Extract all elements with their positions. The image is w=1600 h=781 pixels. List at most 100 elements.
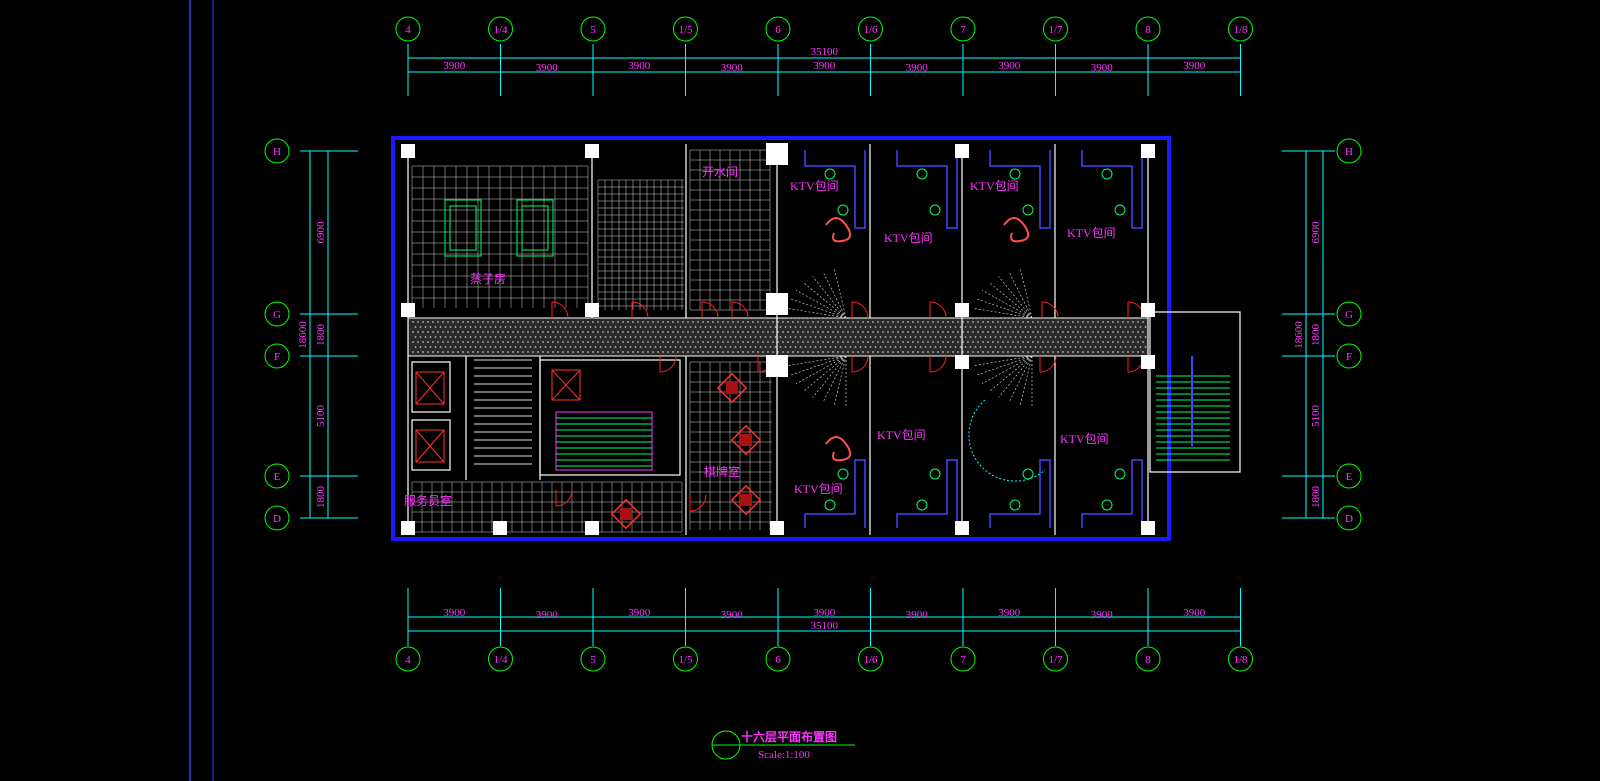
corridor-dot bbox=[554, 336, 557, 338]
corridor-dot bbox=[454, 336, 457, 338]
corridor-dot bbox=[412, 321, 414, 323]
corridor-dot bbox=[967, 351, 969, 353]
corridor-dot bbox=[1009, 346, 1012, 348]
corridor-dot bbox=[809, 346, 812, 348]
corridor-dot bbox=[744, 326, 747, 328]
corridor-dot bbox=[632, 341, 634, 343]
corridor-dot bbox=[1012, 341, 1014, 343]
corridor-dot bbox=[829, 326, 832, 328]
corridor-dot bbox=[1014, 346, 1017, 348]
corridor-dot bbox=[584, 336, 587, 338]
corridor-dot bbox=[917, 331, 919, 333]
floor-plan bbox=[391, 136, 1241, 541]
corridor-dot bbox=[827, 351, 829, 353]
corridor-dot bbox=[564, 326, 567, 328]
corridor-dot bbox=[904, 336, 907, 338]
top-axis-bubble-1 bbox=[488, 16, 513, 42]
corridor-dot bbox=[639, 346, 642, 348]
corridor-dot bbox=[599, 336, 602, 338]
corridor-dot bbox=[832, 341, 834, 343]
corridor-dot bbox=[609, 346, 612, 348]
corridor-dot bbox=[602, 321, 604, 323]
corridor-dot bbox=[614, 326, 617, 328]
corridor-dot bbox=[1084, 326, 1087, 328]
corridor-dot bbox=[984, 326, 987, 328]
corridor-dot bbox=[902, 341, 904, 343]
corridor-dot bbox=[527, 321, 529, 323]
corridor-dot bbox=[439, 346, 442, 348]
ktv-table-top-2 bbox=[1009, 168, 1021, 180]
left-axis-bubble-1 bbox=[264, 301, 290, 327]
corridor-dot bbox=[667, 331, 669, 333]
column-1 bbox=[585, 144, 599, 158]
corridor-dot bbox=[872, 331, 874, 333]
corridor-dot bbox=[607, 321, 609, 323]
corridor-dot bbox=[594, 326, 597, 328]
corridor-dot bbox=[552, 341, 554, 343]
corridor-dot bbox=[1089, 326, 1092, 328]
corridor-dot bbox=[1042, 331, 1044, 333]
corridor-dot bbox=[527, 351, 529, 353]
room-label-ktv-6: KTV包间 bbox=[1060, 432, 1109, 446]
room-label-ktv-5: KTV包间 bbox=[877, 428, 926, 442]
corridor-dot bbox=[474, 346, 477, 348]
corridor-dot bbox=[582, 341, 584, 343]
top-axis-label-8: 8 bbox=[1145, 24, 1151, 36]
corridor-dot bbox=[842, 351, 844, 353]
corridor-dot bbox=[1054, 326, 1057, 328]
corridor-dot bbox=[519, 336, 522, 338]
corridor-dot bbox=[1117, 331, 1119, 333]
corridor-dot bbox=[1029, 336, 1032, 338]
room-label-chess: 棋牌室 bbox=[704, 464, 740, 479]
corridor-dot bbox=[1114, 336, 1117, 338]
corridor-dot bbox=[857, 341, 859, 343]
corridor-dot bbox=[417, 321, 419, 323]
corridor-dot bbox=[752, 351, 754, 353]
corridor-dot bbox=[557, 321, 559, 323]
corridor-dot bbox=[862, 321, 864, 323]
corridor-dot bbox=[632, 331, 634, 333]
corridor-dot bbox=[1017, 321, 1019, 323]
corridor-dot bbox=[992, 331, 994, 333]
corridor-dot bbox=[974, 336, 977, 338]
corridor-dot bbox=[1132, 321, 1134, 323]
left-dim-seg-text-1: 1800 bbox=[315, 324, 327, 347]
corridor-dot bbox=[564, 336, 567, 338]
corridor-dot bbox=[544, 326, 547, 328]
corridor-dot bbox=[472, 341, 474, 343]
corridor-dot bbox=[412, 341, 414, 343]
corridor-dot bbox=[1027, 351, 1029, 353]
corridor-dot bbox=[562, 321, 564, 323]
corridor-dot bbox=[1067, 321, 1069, 323]
corridor-dot bbox=[497, 351, 499, 353]
bottom-dim-seg-text-4: 3900 bbox=[813, 607, 836, 619]
corridor-dot bbox=[554, 326, 557, 328]
bottom-axis-bubble-6 bbox=[950, 646, 976, 672]
top-axis-label-5: 1/6 bbox=[863, 24, 878, 36]
corridor-dot bbox=[1074, 326, 1077, 328]
ktv-table-bottom-b-1 bbox=[929, 468, 941, 480]
corridor-dot bbox=[454, 346, 457, 348]
corridor-dot bbox=[847, 341, 849, 343]
corridor-dot bbox=[787, 351, 789, 353]
corridor-dot bbox=[874, 346, 877, 348]
door-8 bbox=[659, 355, 677, 373]
corridor-dot bbox=[944, 326, 947, 328]
corridor-dot bbox=[709, 336, 712, 338]
sauna-tubs bbox=[444, 199, 554, 257]
corridor-dot bbox=[822, 341, 824, 343]
drawing-scale: Scale:1:100 bbox=[758, 749, 810, 761]
bottom-dim-seg-text-1: 3900 bbox=[536, 609, 559, 621]
corridor-dot bbox=[559, 346, 562, 348]
corridor-dot bbox=[812, 321, 814, 323]
door-14 bbox=[555, 489, 573, 507]
corridor-dot bbox=[1079, 326, 1082, 328]
corridor-dot bbox=[887, 321, 889, 323]
corridor-dot bbox=[829, 336, 832, 338]
corridor-dot bbox=[844, 346, 847, 348]
corridor-dot bbox=[982, 321, 984, 323]
chess-table-3 bbox=[610, 498, 642, 530]
corridor-dot bbox=[507, 351, 509, 353]
corridor-dot bbox=[1112, 321, 1114, 323]
corridor-dot bbox=[437, 331, 439, 333]
